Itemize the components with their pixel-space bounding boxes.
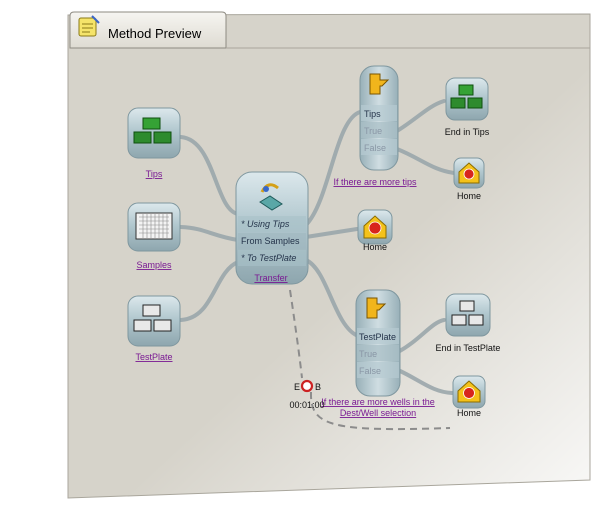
timer-left-label: E [294, 382, 300, 392]
test-plate-icon [133, 304, 172, 332]
loop-timer[interactable]: E B 00:01:00 [289, 379, 325, 410]
decision-tips-row-tips: Tips [364, 109, 381, 119]
home-plate-label: Home [457, 408, 481, 418]
connectors [179, 99, 456, 431]
end-sign-icon [458, 162, 480, 184]
node-testplate[interactable]: TestPlate [127, 295, 181, 362]
decision-plate-label-line2[interactable]: Dest/Well selection [340, 408, 416, 418]
samples-label[interactable]: Samples [136, 260, 172, 270]
decision-icon [366, 297, 387, 319]
decision-tips-row-false: False [364, 143, 386, 153]
end-in-testplate-label: End in TestPlate [436, 343, 501, 353]
node-home-middle[interactable]: Home [357, 209, 393, 252]
node-end-in-testplate[interactable]: End in TestPlate [436, 293, 501, 353]
transfer-row-from: From Samples [241, 236, 300, 246]
timer-time: 00:01:00 [289, 400, 324, 410]
notepad-icon [78, 15, 100, 37]
decision-plate-row-false: False [359, 366, 381, 376]
test-plate-icon [451, 300, 484, 326]
transfer-row-tips: * Using Tips [241, 219, 290, 229]
tab-method-preview[interactable]: Method Preview [69, 11, 590, 49]
timer-right-label: B [315, 382, 321, 392]
decision-plate-label-line1[interactable]: If there are more wells in the [321, 397, 435, 407]
transfer-label[interactable]: Transfer [254, 273, 287, 283]
home-middle-label: Home [363, 242, 387, 252]
node-home-plate[interactable]: Home [452, 375, 486, 418]
timer-icon [300, 379, 314, 393]
preview-panel [67, 13, 591, 499]
decision-plate-row-true: True [359, 349, 377, 359]
node-tips[interactable]: Tips [127, 107, 181, 179]
node-decision-plate[interactable]: TestPlate True False If there are more w… [321, 289, 435, 418]
tip-rack-icon [133, 117, 172, 144]
decision-tips-row-true: True [364, 126, 382, 136]
node-decision-tips[interactable]: Tips True False If there are more tips [333, 65, 417, 187]
decision-tips-label[interactable]: If there are more tips [333, 177, 417, 187]
end-sign-icon [457, 380, 481, 403]
decision-plate-row-testplate: TestPlate [359, 332, 396, 342]
node-home-tips[interactable]: Home [453, 157, 485, 201]
sample-plate-icon [135, 212, 173, 240]
testplate-label[interactable]: TestPlate [135, 352, 172, 362]
transfer-icon [259, 183, 283, 211]
node-samples[interactable]: Samples [127, 202, 181, 270]
decision-icon [369, 73, 390, 95]
tips-label[interactable]: Tips [146, 169, 163, 179]
home-tips-label: Home [457, 191, 481, 201]
tip-rack-icon [450, 84, 483, 109]
node-end-in-tips[interactable]: End in Tips [445, 77, 490, 137]
end-sign-icon [363, 215, 387, 239]
node-transfer[interactable]: * Using Tips From Samples * To TestPlate… [235, 171, 309, 285]
transfer-row-to: * To TestPlate [241, 253, 296, 263]
end-in-tips-label: End in Tips [445, 127, 490, 137]
tab-title: Method Preview [108, 26, 202, 41]
